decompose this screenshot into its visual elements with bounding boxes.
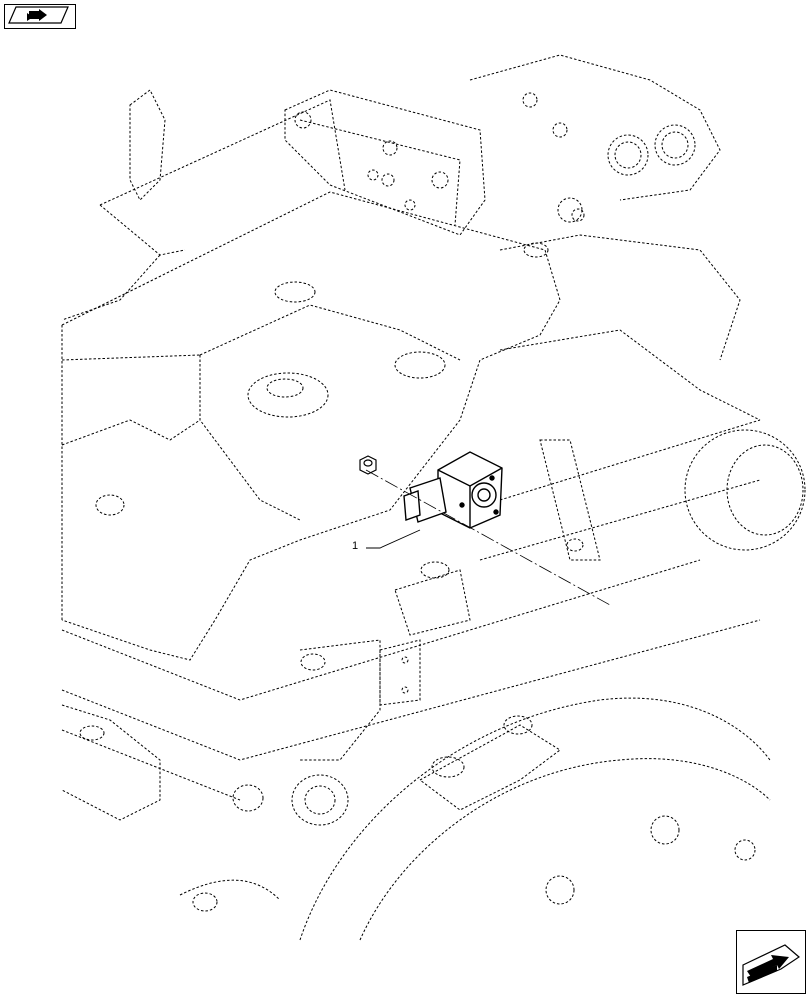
next-page-button[interactable]	[736, 930, 806, 994]
previous-page-button[interactable]	[4, 4, 76, 29]
forward-arrow-icon	[742, 944, 800, 986]
back-arrow-icon	[8, 6, 69, 24]
nut-part	[359, 455, 377, 475]
callout-label-part-1: 1	[352, 540, 359, 552]
sensor-part-1	[403, 451, 503, 529]
